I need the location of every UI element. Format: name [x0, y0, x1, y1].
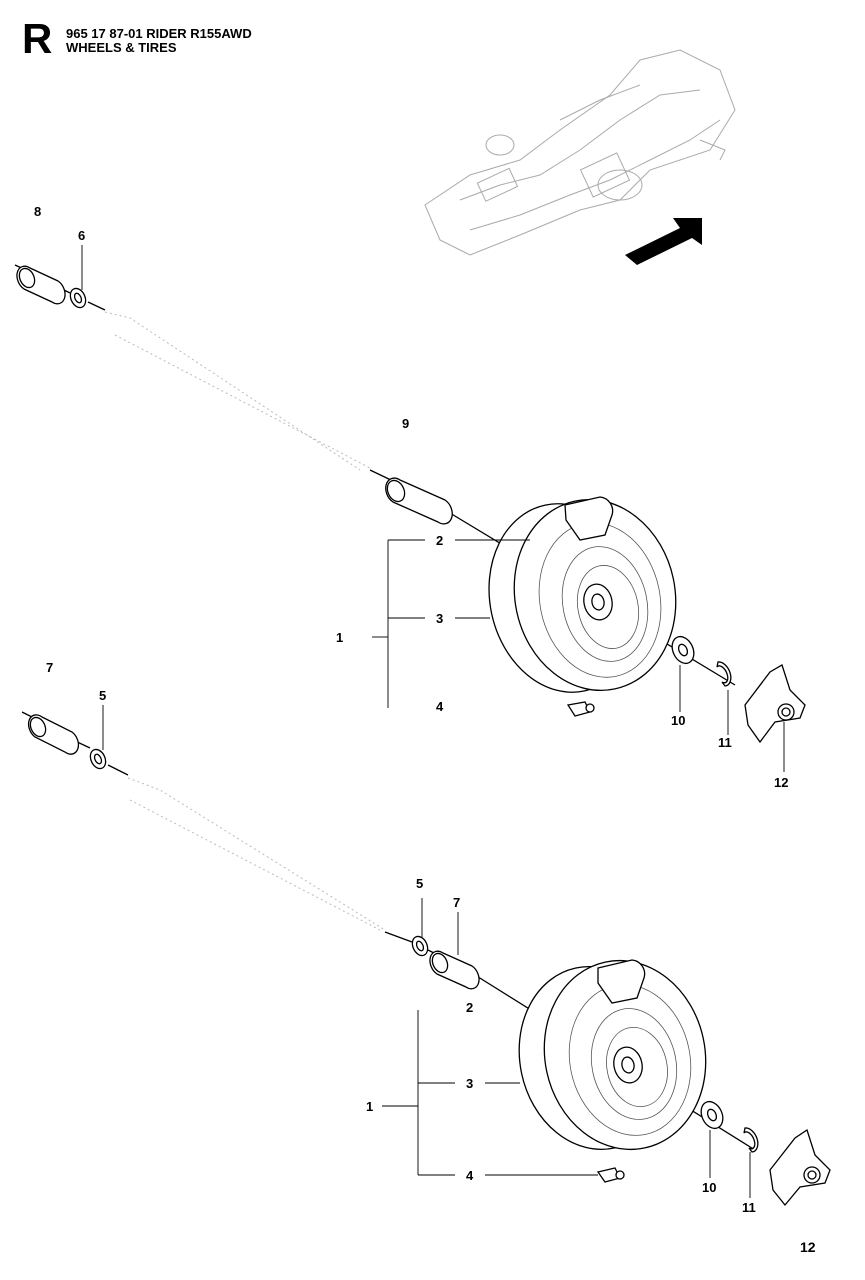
wheel-assembly-rear [518, 959, 707, 1151]
direction-arrow-icon [625, 218, 702, 265]
washer-6 [69, 287, 87, 309]
callout-7b: 7 [453, 895, 460, 910]
wheel-assembly-front [488, 496, 677, 693]
callout-3b: 3 [466, 1076, 473, 1091]
tractor-chassis-icon [424, 49, 736, 256]
callout-8: 8 [34, 204, 41, 219]
page-number: 12 [800, 1239, 816, 1255]
callout-5: 5 [99, 688, 106, 703]
callout-6: 6 [78, 228, 85, 243]
callout-3: 3 [436, 611, 443, 626]
washer-10 [671, 635, 695, 665]
valve-stem-4b [596, 1167, 625, 1183]
spacer-tube-7b [429, 950, 480, 990]
callout-2b: 2 [466, 1000, 473, 1015]
callout-9: 9 [402, 416, 409, 431]
callout-10b: 10 [702, 1180, 716, 1195]
spacer-tube-8 [16, 265, 66, 305]
retaining-ring-11b [743, 1127, 759, 1153]
callout-2: 2 [436, 533, 443, 548]
spacer-tube-9 [385, 477, 453, 525]
washer-5b [411, 935, 429, 957]
hub-cap-12b [769, 1128, 831, 1207]
hub-cap-12 [744, 664, 806, 744]
washer-10b [700, 1100, 724, 1130]
spacer-tube-7 [27, 714, 80, 755]
section-letter: R [22, 15, 53, 62]
callout-1: 1 [336, 630, 343, 645]
callout-11b: 11 [742, 1200, 756, 1215]
callout-4b: 4 [466, 1168, 474, 1183]
callout-10: 10 [671, 713, 685, 728]
callout-5b: 5 [416, 876, 423, 891]
callout-11: 11 [718, 735, 732, 750]
callout-7: 7 [46, 660, 53, 675]
retaining-ring-11 [716, 661, 732, 687]
section-title: WHEELS & TIRES [66, 40, 177, 55]
callout-bracket-front [81, 245, 785, 772]
callout-4: 4 [436, 699, 444, 714]
document-title: 965 17 87-01 RIDER R155AWD [66, 26, 252, 41]
callout-bracket-rear [102, 705, 751, 1198]
valve-stem-4 [566, 701, 595, 717]
washer-5 [89, 748, 107, 770]
callout-12: 12 [774, 775, 788, 790]
callout-1b: 1 [366, 1099, 373, 1114]
